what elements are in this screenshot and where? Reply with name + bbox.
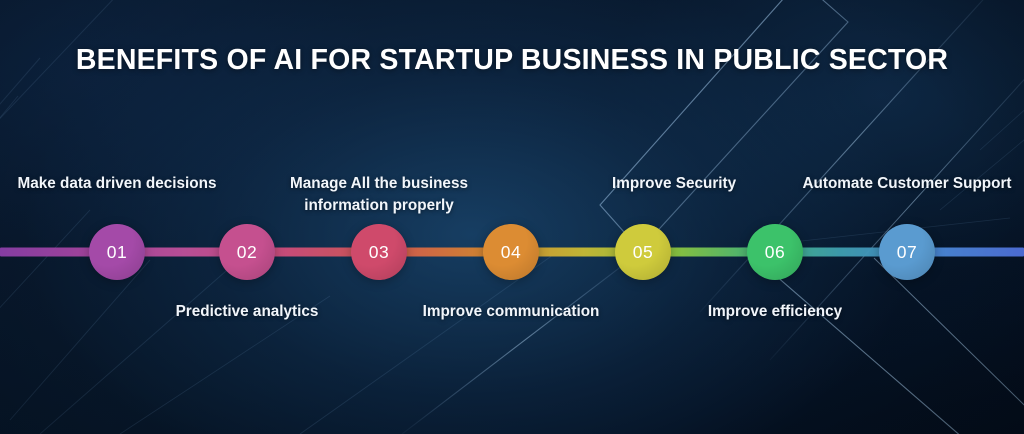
timeline-node-07[interactable]: 07 — [879, 224, 935, 280]
timeline-label-07: Automate Customer Support — [802, 175, 1012, 192]
timeline-node-03[interactable]: 03 — [351, 224, 407, 280]
timeline-node-05[interactable]: 05 — [615, 224, 671, 280]
timeline-node-number: 06 — [764, 241, 786, 262]
timeline-node-number: 04 — [500, 241, 522, 262]
timeline-label-01: Make data driven decisions — [17, 175, 217, 192]
timeline-node-number: 03 — [368, 241, 390, 262]
timeline-node-number: 01 — [106, 241, 128, 262]
timeline-label-02: Predictive analytics — [175, 303, 319, 320]
timeline-node-number: 02 — [236, 241, 258, 262]
timeline-node-number: 07 — [896, 241, 918, 262]
timeline-node-02[interactable]: 02 — [219, 224, 275, 280]
timeline-node-number: 05 — [632, 241, 654, 262]
timeline-node-01[interactable]: 01 — [89, 224, 145, 280]
timeline-label-04: Improve communication — [422, 303, 600, 320]
timeline-label-05: Improve Security — [612, 175, 737, 192]
timeline-label-06: Improve efficiency — [707, 303, 843, 320]
page-title: BENEFITS OF AI FOR STARTUP BUSINESS IN P… — [75, 44, 949, 76]
timeline-node-06[interactable]: 06 — [747, 224, 803, 280]
timeline-label-03: Manage All the business information prop… — [290, 175, 468, 215]
timeline-node-04[interactable]: 04 — [483, 224, 539, 280]
